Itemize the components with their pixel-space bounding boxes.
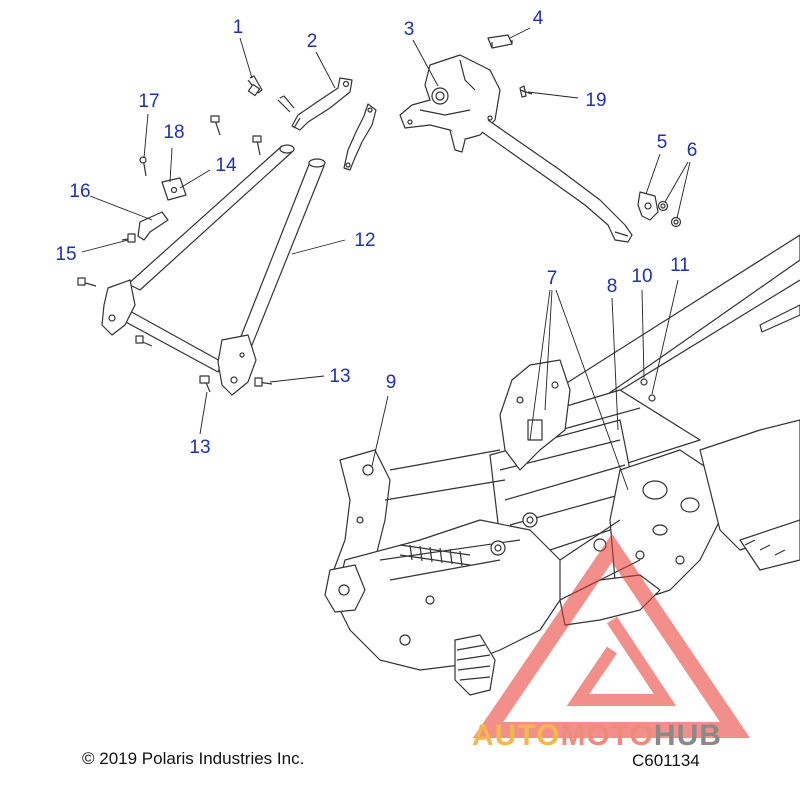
main-chassis: [324, 234, 800, 696]
callout-15: 15: [55, 244, 77, 265]
callout-17: 17: [138, 91, 160, 112]
callout-1: 1: [232, 17, 244, 38]
part-4-cap: [487, 34, 513, 49]
copyright-text: © 2019 Polaris Industries Inc.: [82, 749, 305, 768]
part-19-pin: [519, 85, 533, 98]
leader-lines: [81, 27, 691, 491]
callout-4: 4: [532, 8, 544, 29]
watermark-auto: AUTO: [472, 719, 561, 752]
part-3-bracket: [399, 54, 501, 153]
watermark-moto: MOTO: [560, 719, 654, 752]
part-6-nuts: [657, 200, 682, 228]
callout-12: 12: [354, 230, 376, 251]
callout-3: 3: [403, 19, 415, 40]
steering-tube: [481, 119, 633, 243]
callout-14: 14: [215, 155, 237, 176]
callout-5: 5: [656, 132, 668, 153]
callout-10: 10: [631, 266, 653, 287]
callout-18: 18: [163, 122, 185, 143]
part-1-bolt: [247, 75, 263, 97]
loose-bolts: [77, 115, 273, 393]
part-5-clamp: [637, 191, 659, 221]
part-14-16-18-brackets: [137, 177, 187, 241]
part-10-11-fasteners: [640, 378, 656, 402]
callout-16: 16: [69, 181, 91, 202]
diagram-code: C601134: [632, 751, 700, 770]
callout-19: 19: [585, 90, 607, 111]
watermark-logo-triangle: [472, 533, 751, 738]
callout-8: 8: [606, 276, 618, 297]
callout-13-right: 13: [329, 366, 351, 387]
watermark-logo-text: AUTOMOTOHUB: [472, 719, 722, 753]
watermark-hub: HUB: [653, 719, 722, 752]
callout-13-bottom: 13: [189, 437, 211, 458]
part-2-brace: [277, 77, 353, 131]
callout-2: 2: [306, 31, 318, 52]
callout-6: 6: [686, 140, 698, 161]
callout-9: 9: [385, 372, 397, 393]
callout-11: 11: [670, 255, 690, 276]
callout-7: 7: [546, 268, 558, 289]
part-12-aframe: [101, 144, 326, 396]
part-small-brace: [343, 103, 377, 171]
